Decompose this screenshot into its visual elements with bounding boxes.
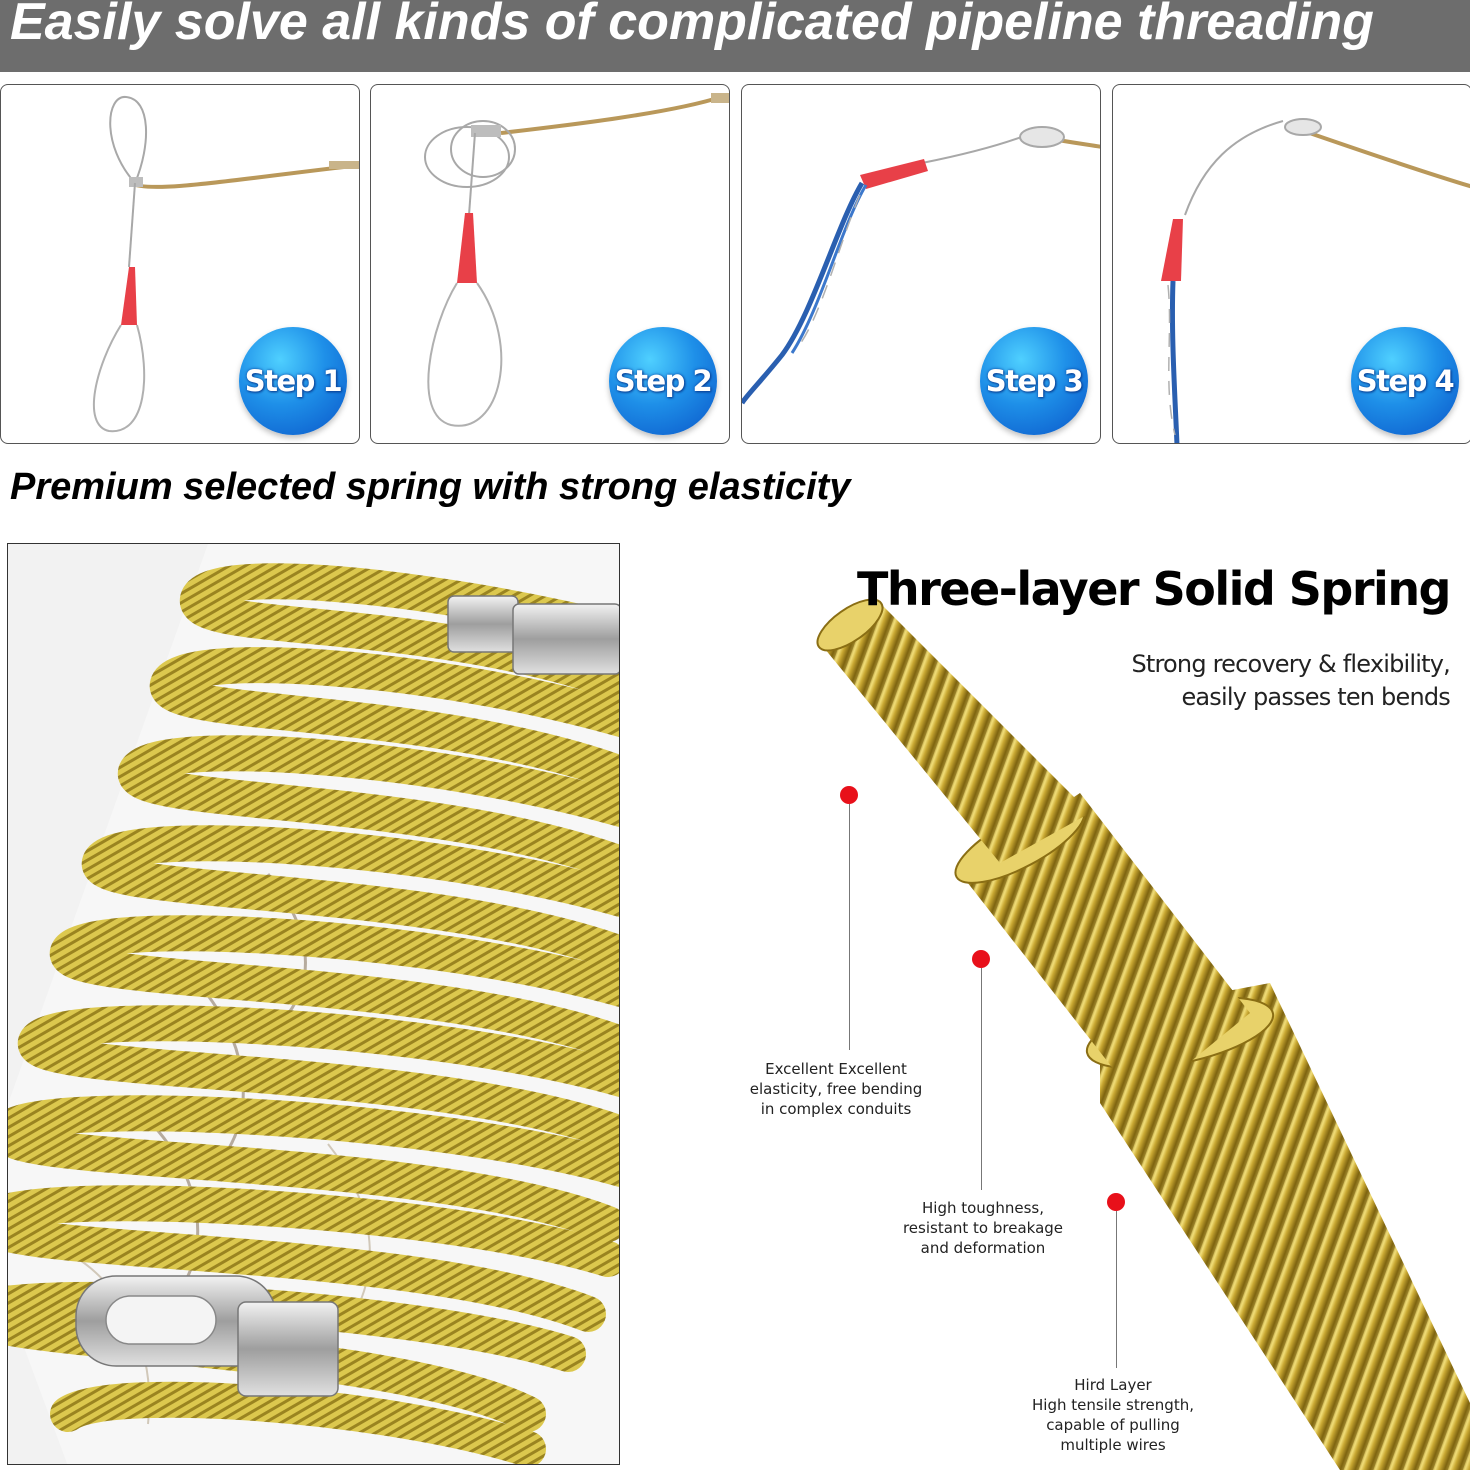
callout-2-text: High toughness, resistant to breakage an… (902, 1199, 1064, 1257)
callout-1-dot (840, 786, 858, 804)
step-3-illustration (742, 126, 1100, 405)
step-3-badge: Step 3 (980, 327, 1088, 435)
step-panel-4: Step 4 (1112, 84, 1470, 444)
step-1-illustration (93, 95, 359, 433)
step-panel-1: Step 1 (0, 84, 360, 444)
coiled-spring-photo (7, 543, 620, 1465)
three-layer-spring-illustration (816, 598, 1470, 1470)
callout-3-text: Hird Layer High tensile strength, capabl… (1032, 1376, 1194, 1454)
coiled-spring-image (8, 544, 619, 1464)
top-banner: Easily solve all kinds of complicated pi… (0, 0, 1470, 72)
section-title: Premium selected spring with strong elas… (10, 466, 851, 508)
banner-title: Easily solve all kinds of complicated pi… (10, 0, 1374, 51)
callout-1-text: Excellent Excellent elasticity, free ben… (749, 1060, 923, 1118)
step-2-badge-label: Step 2 (614, 364, 713, 398)
callout-3-dot (1107, 1193, 1125, 1211)
step-4-illustration (1161, 118, 1470, 443)
callout-3-line (1116, 1211, 1117, 1368)
step-4-badge: Step 4 (1351, 327, 1459, 435)
callout-2-dot (972, 950, 990, 968)
step-panel-3: Step 3 (741, 84, 1101, 444)
step-2-illustration (424, 93, 729, 427)
spring-title: Three-layer Solid Spring (857, 562, 1451, 616)
step-panel-2: Step 2 (370, 84, 730, 444)
step-4-badge-label: Step 4 (1356, 364, 1455, 398)
spring-subtitle: Strong recovery & flexibility, easily pa… (1131, 650, 1450, 711)
callout-1-line (849, 804, 850, 1050)
step-1-badge: Step 1 (239, 327, 347, 435)
step-2-badge: Step 2 (609, 327, 717, 435)
step-3-badge-label: Step 3 (985, 364, 1084, 398)
callout-2-line (981, 968, 982, 1190)
step-1-badge-label: Step 1 (244, 364, 343, 398)
